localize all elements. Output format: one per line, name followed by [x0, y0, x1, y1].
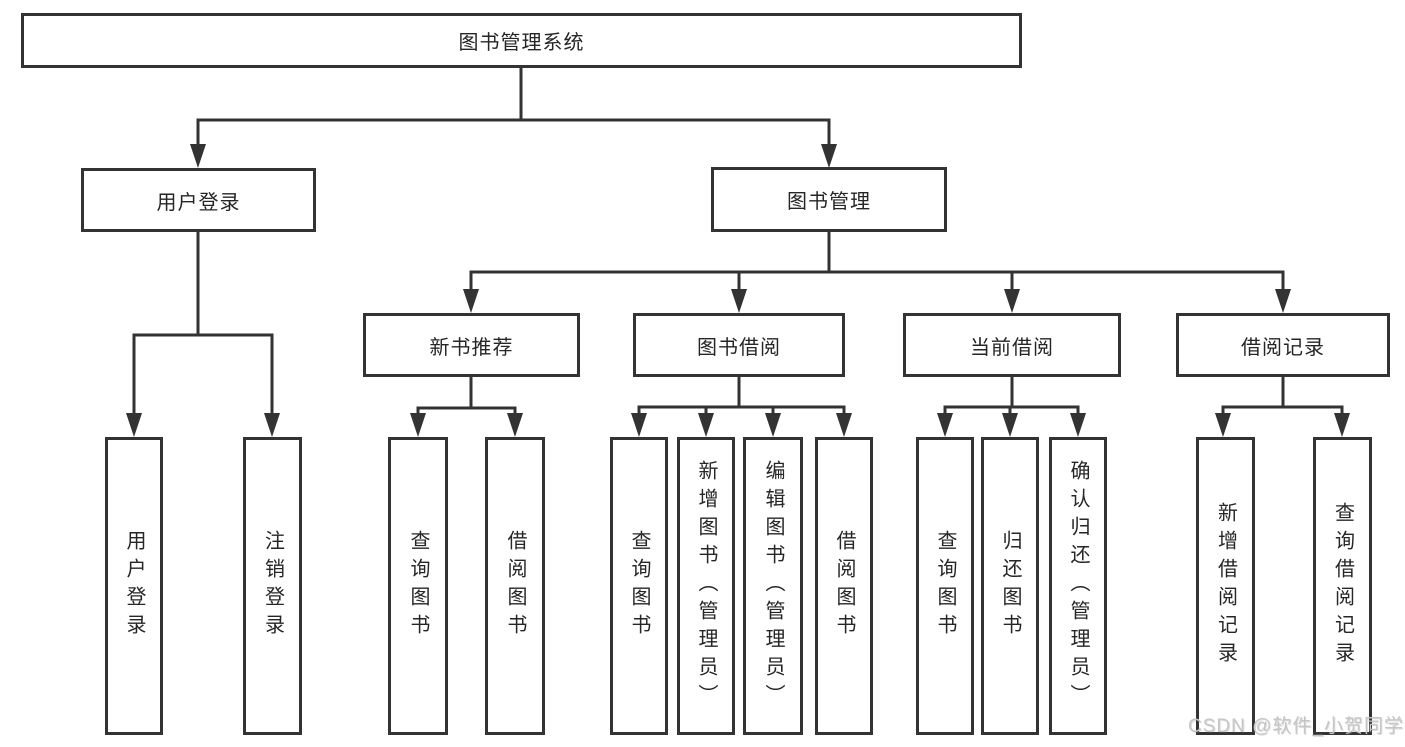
- connector-records-to-leaves: [1221, 376, 1344, 415]
- node-new-book-recommend: 新书推荐: [363, 313, 580, 377]
- node-label: 用户登录: [123, 530, 145, 642]
- node-label: 图书管理系统: [458, 32, 585, 54]
- leaf-borrow-books: 借阅图书: [815, 437, 873, 735]
- leaf-edit-books-admin: 编辑图书（管理员）: [743, 437, 803, 735]
- node-book-borrowing: 图书借阅: [633, 313, 845, 377]
- node-current-borrowing: 当前借阅: [903, 313, 1121, 377]
- arrowheads: [126, 144, 1350, 437]
- node-book-management: 图书管理: [711, 167, 947, 232]
- connector-newbooks-to-leaves: [416, 376, 517, 415]
- leaf-add-borrow-record: 新增借阅记录: [1196, 437, 1255, 735]
- node-user-login: 用户登录: [81, 168, 316, 232]
- leaf-query-books-current: 查询图书: [916, 437, 974, 735]
- leaf-borrow-books-recommend: 借阅图书: [485, 437, 545, 735]
- connector-bookmgmt-to-level3: [469, 231, 1285, 291]
- node-label: 编辑图书（管理员）: [762, 460, 784, 712]
- node-label: 借阅图书: [504, 530, 526, 642]
- node-label: 借阅图书: [833, 530, 855, 642]
- node-label: 查询图书: [934, 530, 956, 642]
- node-root-system: 图书管理系统: [21, 13, 1022, 68]
- node-label: 借阅记录: [1241, 336, 1325, 359]
- connector-root-to-level2: [196, 68, 831, 146]
- leaf-logout: 注销登录: [243, 437, 302, 735]
- leaf-user-login: 用户登录: [105, 437, 163, 735]
- node-label: 当前借阅: [970, 336, 1054, 359]
- node-label: 新增图书（管理员）: [695, 460, 717, 712]
- node-label: 图书借阅: [697, 336, 781, 359]
- node-label: 查询借阅记录: [1331, 502, 1354, 670]
- leaf-query-books-borrowing: 查询图书: [610, 437, 668, 735]
- node-label: 归还图书: [999, 530, 1021, 642]
- node-label: 新增借阅记录: [1214, 502, 1237, 670]
- csdn-watermark: CSDN @软件_小贺同学: [1188, 716, 1404, 737]
- node-label: 查询图书: [628, 530, 650, 642]
- node-label: 注销登录: [261, 530, 284, 642]
- node-borrowing-records: 借阅记录: [1176, 313, 1390, 377]
- connector-borrow-to-leaves: [637, 376, 846, 415]
- leaf-add-books-admin: 新增图书（管理员）: [677, 437, 735, 735]
- leaf-confirm-return-admin: 确认归还（管理员）: [1049, 437, 1107, 735]
- connector-current-to-leaves: [943, 376, 1080, 415]
- node-label: 新书推荐: [429, 336, 514, 359]
- connector-login-to-leaves: [132, 231, 274, 415]
- node-label: 用户登录: [156, 191, 241, 214]
- leaf-query-borrow-record: 查询借阅记录: [1313, 437, 1372, 735]
- leaf-query-books-recommend: 查询图书: [388, 437, 448, 735]
- node-label: 图书管理: [787, 191, 871, 213]
- node-label: 查询图书: [407, 530, 429, 642]
- leaf-return-books: 归还图书: [981, 437, 1039, 735]
- node-label: 确认归还（管理员）: [1067, 460, 1089, 712]
